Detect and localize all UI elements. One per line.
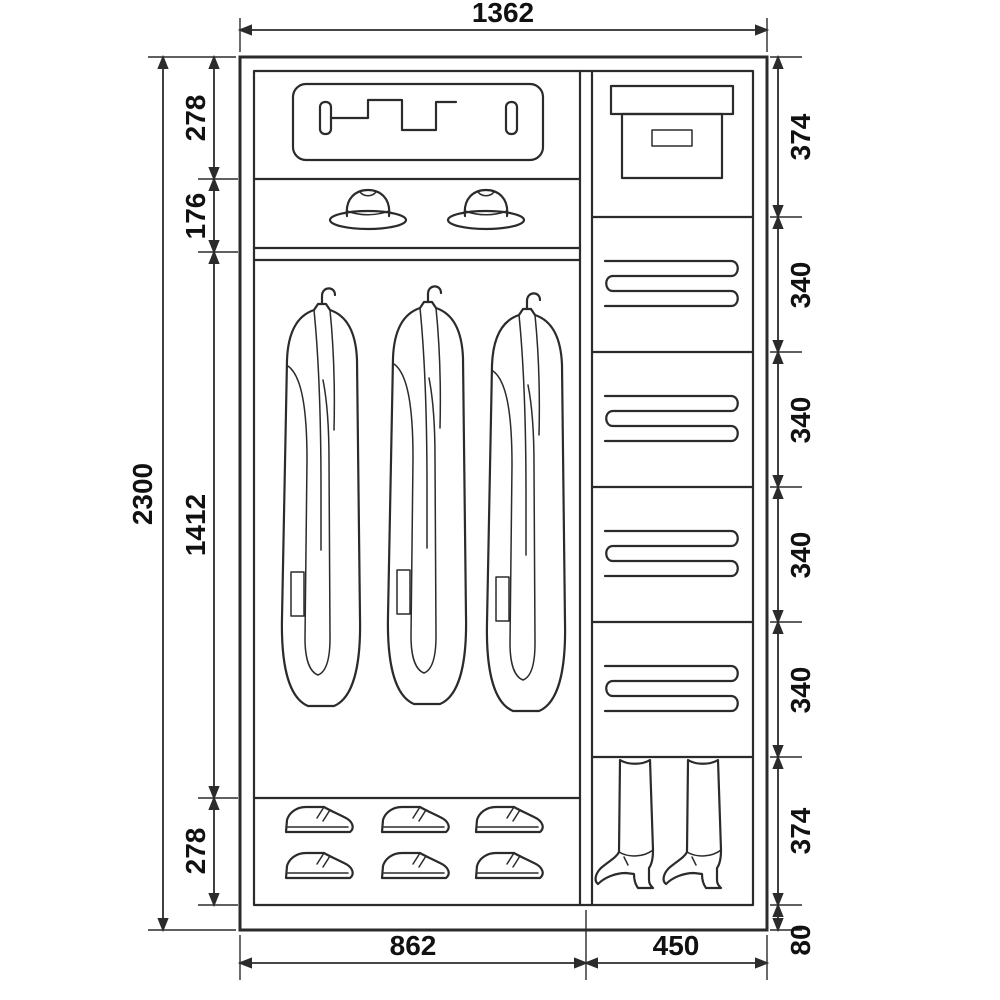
storage-box-icon — [609, 84, 735, 180]
dim-right-section-3-label: 340 — [785, 397, 816, 444]
dim-left-section-1-label: 278 — [180, 95, 211, 142]
folded-clothes-icon — [603, 259, 739, 308]
shoe-icon — [284, 805, 354, 834]
coat-icon — [485, 292, 567, 713]
folded-clothes-icon — [603, 664, 739, 713]
wardrobe-body — [238, 55, 769, 932]
shoe-icon — [380, 805, 450, 834]
wardrobe-outer-frame — [238, 55, 769, 932]
boot-icon — [662, 758, 723, 890]
coat-icon — [386, 285, 468, 706]
dim-left-section-2-label: 176 — [180, 193, 211, 240]
hat-icon — [446, 188, 526, 231]
wardrobe-contents — [280, 82, 739, 890]
dim-right-section-5-label: 340 — [785, 667, 816, 714]
shoe-icon — [380, 851, 450, 880]
dim-right-section-2-label: 340 — [785, 262, 816, 309]
suitcase-icon — [291, 82, 545, 162]
dim-right-section-1-label: 374 — [785, 113, 816, 160]
shoe-icon — [474, 851, 544, 880]
dim-right-section-7-label: 80 — [785, 924, 816, 955]
dim-right-section-6-label: 374 — [785, 807, 816, 854]
dim-left-section-3-label: 1412 — [180, 494, 211, 556]
dimension-annotations: 1362 2300 278 176 1412 278 3 — [127, 0, 816, 980]
shoe-icon — [284, 851, 354, 880]
dim-overall-width-label: 1362 — [472, 0, 534, 28]
dim-overall-height-label: 2300 — [127, 463, 158, 525]
hat-icon — [328, 188, 408, 231]
dim-left-section-4-label: 278 — [180, 828, 211, 875]
boot-icon — [594, 758, 655, 890]
dim-bottom-right-width-label: 450 — [653, 930, 700, 961]
folded-clothes-icon — [603, 529, 739, 578]
dim-right-section-4-label: 340 — [785, 532, 816, 579]
coat-icon — [280, 287, 362, 708]
folded-clothes-icon — [603, 394, 739, 443]
dim-bottom-left-width-label: 862 — [390, 930, 437, 961]
shoe-icon — [474, 805, 544, 834]
